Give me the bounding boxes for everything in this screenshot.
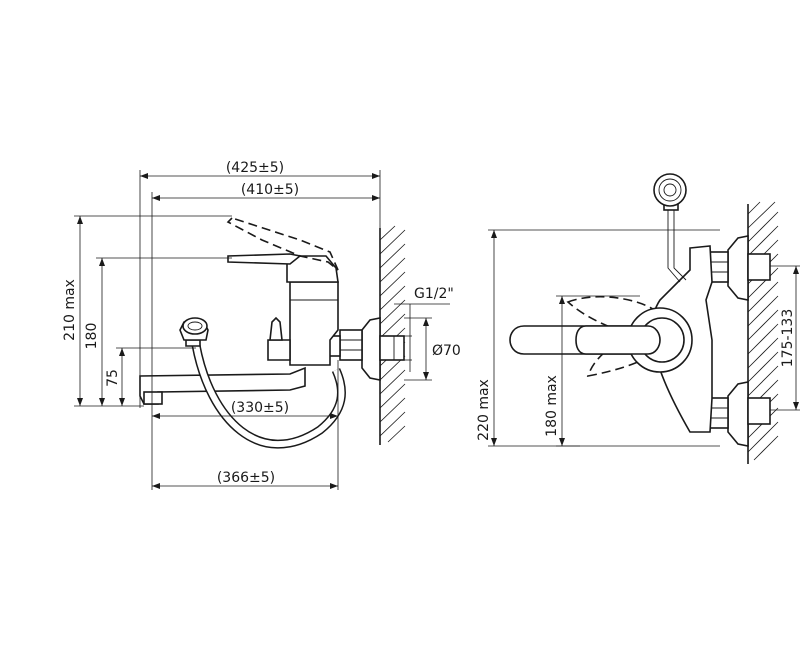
- dim-label-410: (410±5): [241, 182, 299, 198]
- dim-label-220: 220 max: [476, 379, 492, 441]
- dim-front-lever: 180 max: [544, 295, 640, 447]
- lever-closed: [227, 253, 302, 265]
- diameter-label: Ø70: [432, 343, 461, 359]
- dim-centre-distance: 175-133: [770, 265, 800, 411]
- dim-label-425: (425±5): [226, 160, 284, 176]
- dim-label-175-133: 175-133: [780, 309, 796, 368]
- spout-side: [139, 366, 306, 405]
- dim-label-75: 75: [105, 369, 121, 387]
- dim-spout-height: 75: [105, 347, 196, 406]
- dim-label-330: (330±5): [231, 400, 289, 416]
- dim-front-height: 220 max: [476, 229, 720, 447]
- hand-shower-side: [179, 317, 209, 347]
- front-view: 220 max 180 max 175-133: [476, 173, 800, 464]
- lever-raised-outline: [226, 217, 339, 271]
- dim-overall-inner: (410±5): [151, 182, 380, 490]
- dim-label-180: 180: [84, 323, 100, 350]
- dim-connection: G1/2" Ø70: [394, 286, 461, 381]
- hose-front: [667, 206, 681, 283]
- side-view: (425±5) (410±5) (330±5) (366±5): [62, 160, 461, 490]
- lower-connector: [709, 381, 771, 447]
- dim-label-210: 210 max: [62, 279, 78, 341]
- dim-spout: (330±5): [152, 360, 339, 490]
- dim-overall-outer: (425±5): [139, 160, 381, 408]
- dim-label-366: (366±5): [217, 470, 275, 486]
- upper-connector: [709, 235, 771, 301]
- dim-label-180-max: 180 max: [544, 375, 560, 437]
- mixer-body-side: [267, 255, 339, 366]
- dim-lever-height: 180: [84, 257, 232, 406]
- front-lever-lowered: [586, 329, 666, 378]
- dim-hose-span: (366±5): [152, 470, 338, 489]
- thread-label: G1/2": [414, 286, 454, 302]
- dim-height-max: 210 max: [62, 215, 232, 407]
- hand-shower-front: [653, 173, 687, 211]
